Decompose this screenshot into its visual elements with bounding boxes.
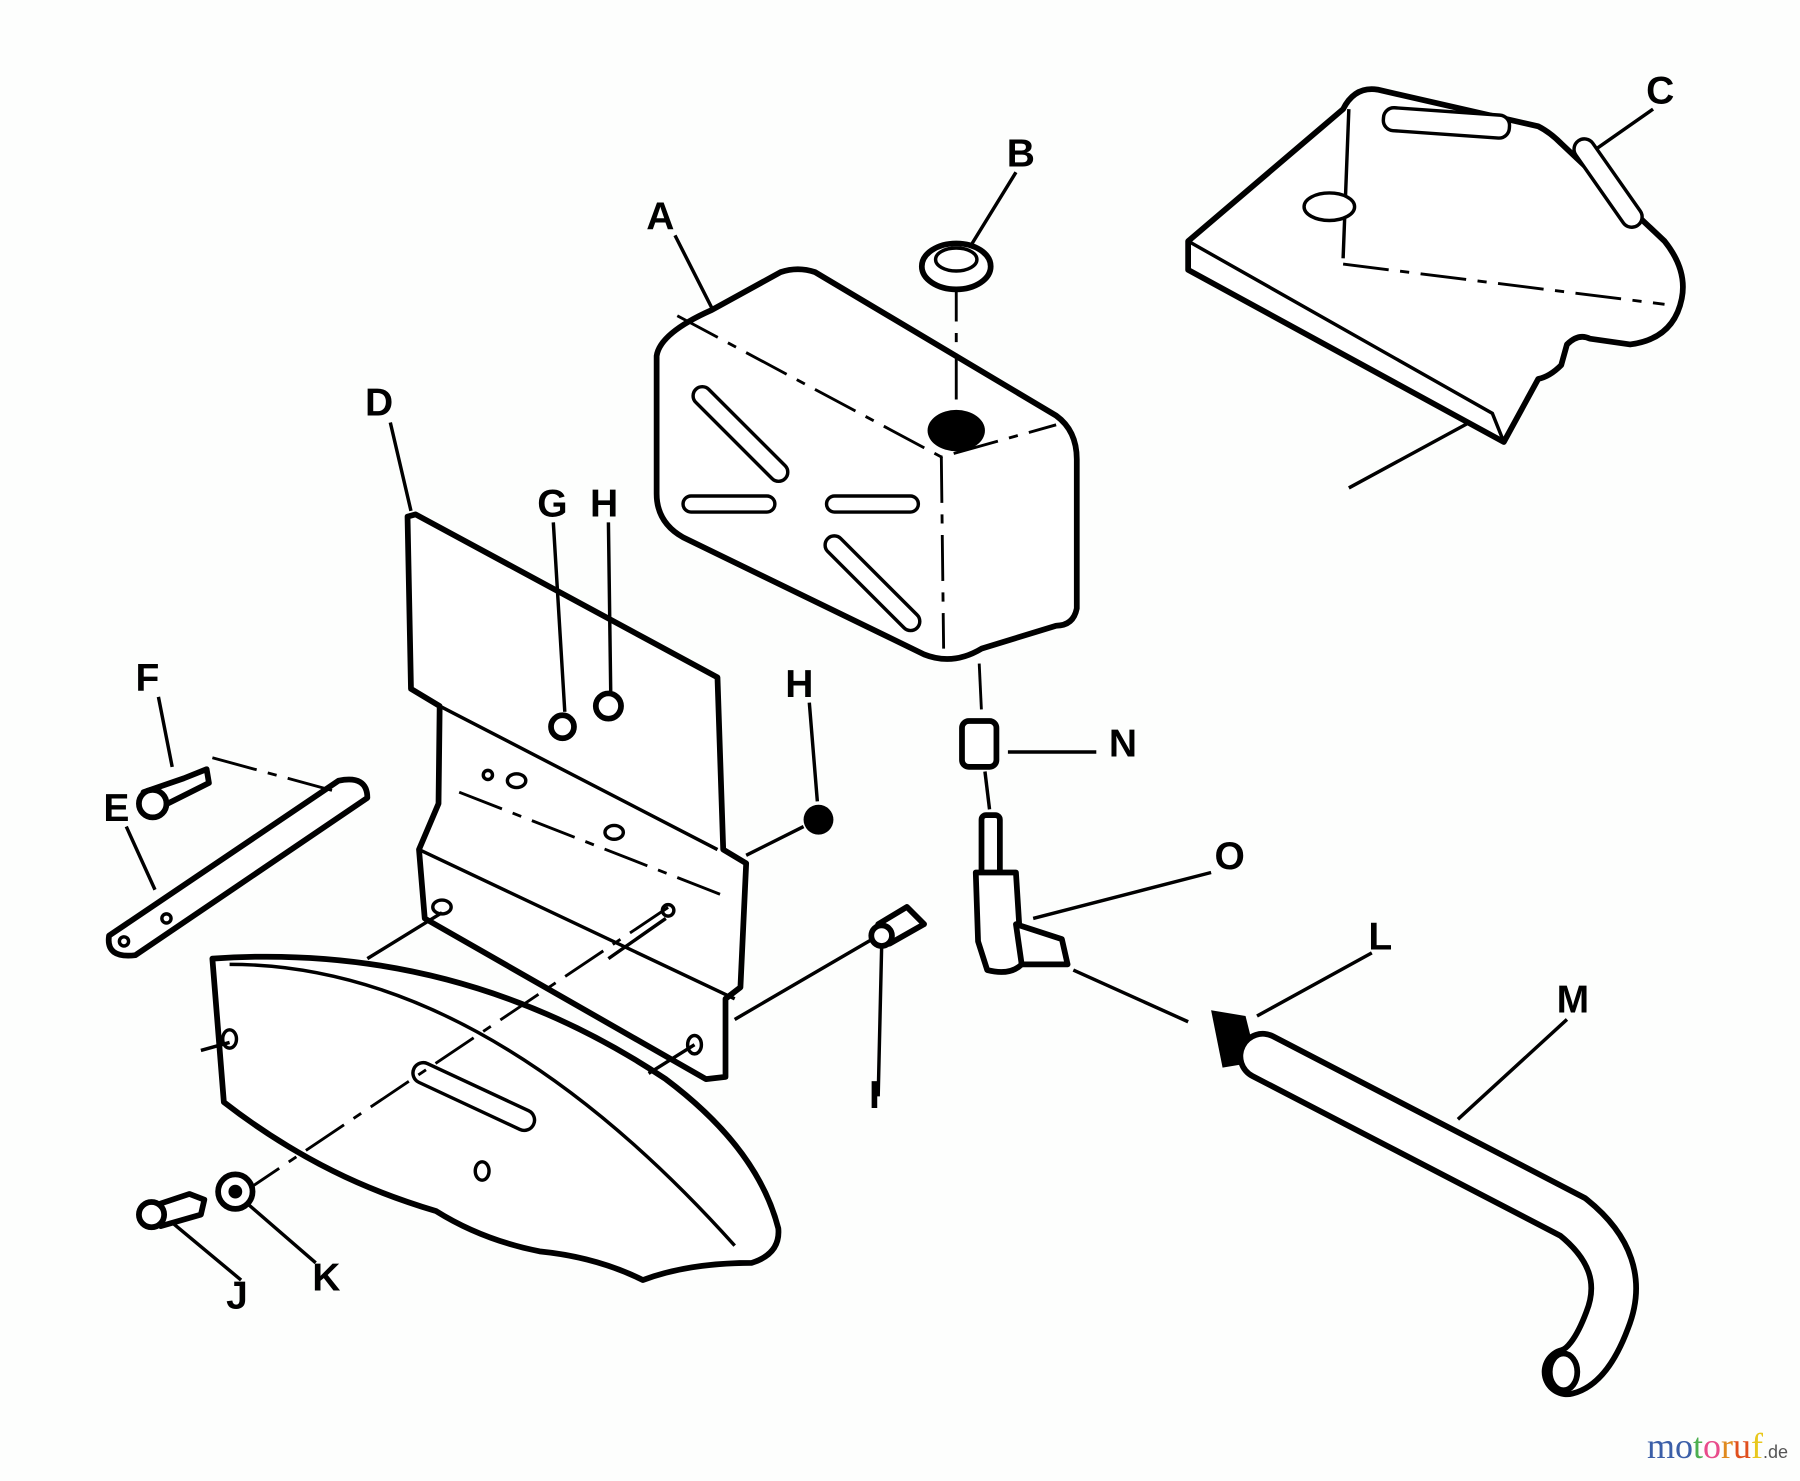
part-c-bracket xyxy=(1185,86,1686,490)
label-a: A xyxy=(646,196,674,239)
label-d: D xyxy=(365,382,393,425)
leader-lines xyxy=(124,107,1655,1282)
part-k-washer xyxy=(215,1171,256,1212)
part-blade-guard xyxy=(200,900,782,1283)
watermark-letter: t xyxy=(1692,1426,1703,1466)
part-n-fitting xyxy=(959,663,1000,810)
watermark-letter: m xyxy=(1646,1426,1675,1466)
watermark-letter: f xyxy=(1750,1426,1763,1466)
part-d-plate xyxy=(404,511,750,1083)
part-f-bolt xyxy=(136,766,212,821)
label-h-top: H xyxy=(590,483,618,526)
label-g: G xyxy=(537,483,567,526)
watermark-logo: motoruf.de xyxy=(1647,1425,1788,1467)
label-e: E xyxy=(103,787,129,830)
label-h-right: H xyxy=(785,663,813,706)
part-b-cap xyxy=(918,240,994,293)
label-l: L xyxy=(1368,915,1392,958)
label-c: C xyxy=(1646,69,1674,112)
part-j-bolt xyxy=(136,1191,208,1231)
part-h-nut-right xyxy=(803,804,834,835)
part-g-washer xyxy=(548,712,577,742)
label-m: M xyxy=(1557,979,1590,1022)
part-h-nut-top xyxy=(592,690,624,722)
watermark-letter: r xyxy=(1720,1426,1733,1466)
part-e-bar xyxy=(105,756,371,959)
label-b: B xyxy=(1007,133,1035,176)
watermark-letter: u xyxy=(1732,1426,1751,1466)
label-k: K xyxy=(312,1256,340,1299)
part-m-hose xyxy=(1237,1030,1639,1398)
label-i: I xyxy=(869,1074,880,1117)
watermark-letter: o xyxy=(1702,1426,1721,1466)
part-o-elbow xyxy=(972,812,1189,1024)
label-o: O xyxy=(1215,835,1245,878)
label-f: F xyxy=(135,657,159,700)
label-n: N xyxy=(1109,723,1137,766)
part-i-bolt xyxy=(733,904,927,1021)
watermark-letter: o xyxy=(1674,1426,1693,1466)
label-j: J xyxy=(226,1275,248,1318)
watermark-suffix: .de xyxy=(1762,1442,1788,1462)
part-a-tank xyxy=(653,266,1080,662)
